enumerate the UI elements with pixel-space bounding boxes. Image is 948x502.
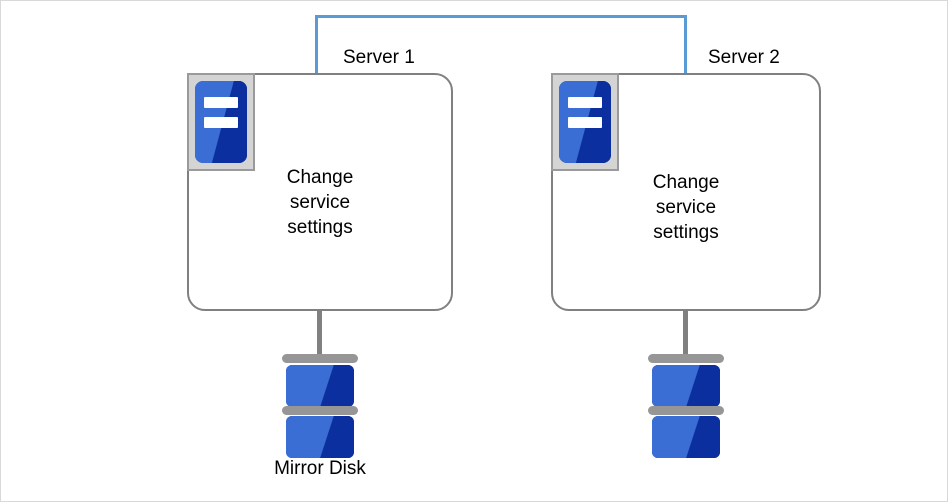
server-1-text-line-3: settings (287, 217, 353, 238)
disk-platter-lower-face (652, 416, 720, 458)
interconnect-right-segment (684, 15, 687, 74)
disk-bar-top (648, 354, 724, 363)
server-icon-slot-top (568, 97, 602, 108)
disk-bar-top (282, 354, 358, 363)
server-1-disk-connector (317, 311, 322, 359)
disk-bar-middle (648, 406, 724, 415)
interconnect-top-segment (315, 15, 687, 18)
server-icon-slot-bottom (568, 117, 602, 128)
mirror-disk-label: Mirror Disk (274, 458, 366, 479)
interconnect-left-segment (315, 15, 318, 74)
disk-platter-upper-face (286, 365, 354, 407)
disk-platter-lower (652, 416, 720, 458)
disk-platter-upper-face (652, 365, 720, 407)
server-2-disk-connector (683, 311, 688, 359)
server-interconnect-line (315, 15, 687, 75)
server-icon (551, 73, 619, 171)
server-1-text-line-2: service (289, 192, 351, 213)
disk-platter-lower-face (286, 416, 354, 458)
server-icon (187, 73, 255, 171)
server-1-mirror-disk (282, 354, 358, 458)
server-2-text-line-3: settings (653, 222, 719, 243)
server-icon-chassis (559, 81, 611, 163)
server-1-label: Server 1 (343, 47, 415, 68)
server-2-mirror-disk (648, 354, 724, 458)
server-2-label: Server 2 (708, 47, 780, 68)
disk-bar-middle (282, 406, 358, 415)
disk-platter-upper (286, 365, 354, 407)
server-2-text-line-1: Change (652, 172, 720, 193)
server-icon-chassis (195, 81, 247, 163)
server-2-text-line-2: service (655, 197, 717, 218)
disk-platter-lower (286, 416, 354, 458)
server-icon-slot-bottom (204, 117, 238, 128)
server-icon-slot-top (204, 97, 238, 108)
disk-platter-upper (652, 365, 720, 407)
server-1-text-line-1: Change (286, 167, 354, 188)
